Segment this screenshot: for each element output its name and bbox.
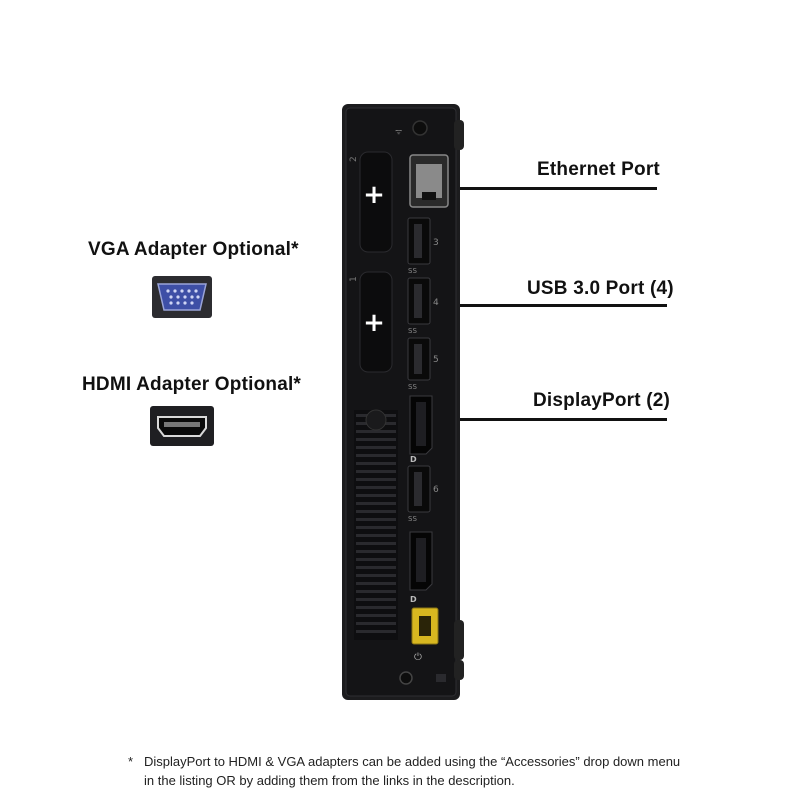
usb-port-label: USB 3.0 Port (4) [527,278,674,299]
power-connector [411,607,439,645]
ethernet-port [409,154,449,208]
hdmi-adapter-image [150,406,214,446]
displayport-callout-line [440,418,667,421]
footnote-text: DisplayPort to HDMI & VGA adapters can b… [144,754,681,788]
usb-6-ss: SS [408,515,417,523]
usb-6-number: 6 [433,485,439,495]
vent-grille [354,410,398,640]
slot-1-number: 1 [349,276,359,282]
svg-text:+: + [363,180,385,210]
usb-callout-line [440,304,667,307]
svg-text:+: + [363,308,385,338]
ethernet-callout-line [452,187,657,190]
displayport-2 [409,531,433,591]
vga-adapter-label: VGA Adapter Optional* [88,239,299,260]
usb-4-ss: SS [408,327,417,335]
displayport-label: DisplayPort (2) [533,390,671,411]
usb-5-number: 5 [433,355,439,365]
usb-port-3 [407,217,431,265]
usb-port-5 [407,337,431,381]
dp-1-mark: D [410,455,417,464]
svg-text:ᯤ: ᯤ [395,127,402,136]
vga-adapter-image [152,276,212,318]
usb-4-number: 4 [433,298,439,308]
hdmi-adapter-label: HDMI Adapter Optional* [82,374,302,395]
footnote: * DisplayPort to HDMI & VGA adapters can… [128,752,688,790]
svg-text:⏻: ⏻ [414,652,422,663]
pc-rear-panel: ᯤ + 2 + 1 3 SS 4 SS 5 SS D 6 SS [342,104,464,700]
usb-port-6 [407,465,431,513]
ethernet-port-label: Ethernet Port [537,159,660,180]
antenna-connector [412,120,428,136]
usb-3-number: 3 [433,238,439,248]
expansion-slot-1 [359,271,393,373]
slot-2-number: 2 [349,156,359,162]
footnote-asterisk: * [128,754,134,769]
usb-port-4 [407,277,431,325]
usb-5-ss: SS [408,383,417,391]
displayport-1 [409,395,433,455]
security-lock-slot [399,671,413,685]
dp-2-mark: D [410,595,417,604]
usb-3-ss: SS [408,267,417,275]
expansion-slot-2 [359,151,393,253]
